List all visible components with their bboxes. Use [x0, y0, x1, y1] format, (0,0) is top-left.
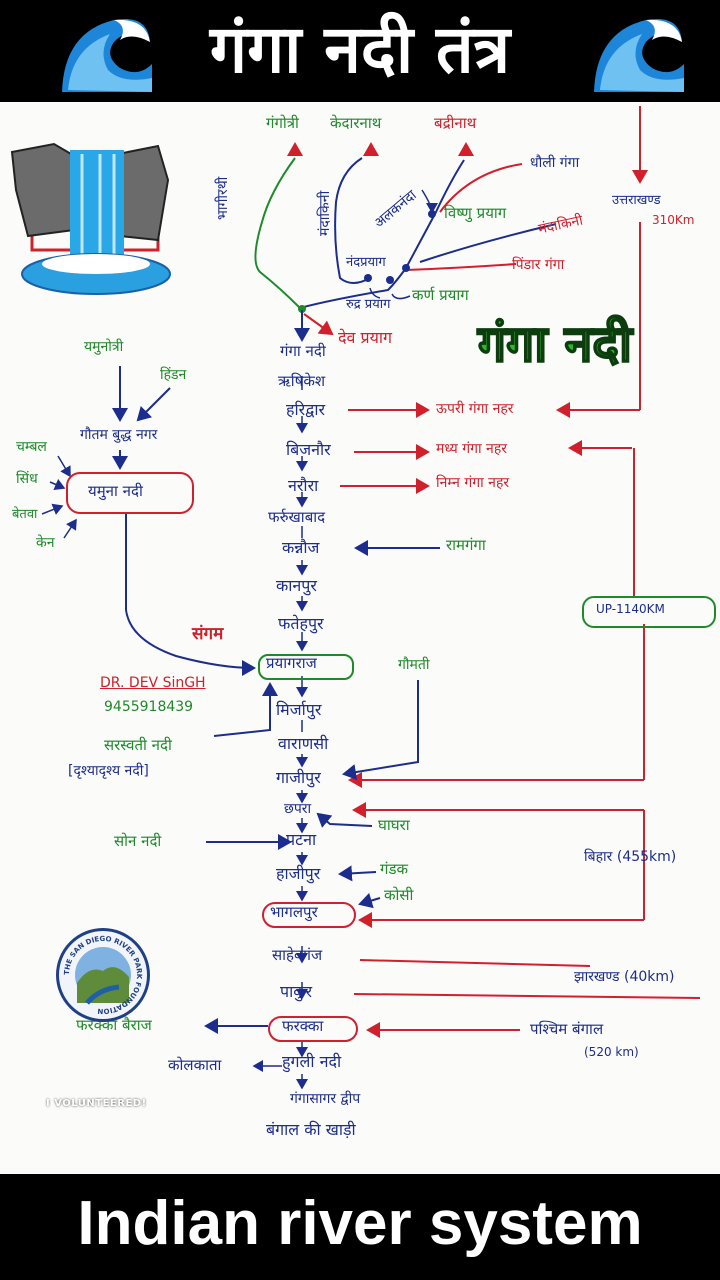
volunteer-logo: THE SAN DIEGO RIVER PARK FOUNDATION [56, 928, 150, 1022]
stem-narora: नरौरा [288, 476, 319, 495]
stem-fatehpur: फतेहपुर [278, 614, 324, 633]
stem-ganga: गंगा नदी [280, 342, 326, 360]
uttarakhand-length: 310Km [652, 213, 695, 227]
stem-pakur: पाकुर [280, 982, 313, 1001]
gomti-label: गौमती [398, 657, 430, 673]
mandakini-left-label: मंदाकिनी [317, 190, 333, 236]
wb-label: पश्चिम बंगाल [530, 1020, 604, 1038]
stem-varanasi: वाराणसी [278, 734, 329, 753]
wb-length: (520 km) [584, 1045, 639, 1059]
dhauli-label: धौली गंगा [530, 155, 580, 171]
author-phone: 9455918439 [104, 699, 194, 715]
stem-gangasagar: गंगासागर द्वीप [290, 1091, 361, 1107]
stem-bhagalpur: भागलपुर [270, 903, 318, 921]
stem-chhapra: छपरा [284, 801, 312, 817]
bihar-length: बिहार (455km) [584, 849, 677, 865]
up-length: UP-1140KM [596, 602, 665, 616]
hindon-label: हिंडन [160, 367, 187, 383]
stem-patna: पटना [286, 830, 317, 849]
footer-bar: Indian river system [0, 1174, 720, 1280]
prayagraj-box [258, 654, 354, 680]
gandak-label: गंडक [380, 860, 408, 878]
saraswati-note: [दृश्यादृश्य नदी] [68, 763, 149, 779]
ghaghra-label: घाघरा [378, 816, 410, 834]
kosi-label: कोसी [384, 886, 414, 904]
ramganga-label: रामगंगा [446, 536, 486, 554]
gangotri-label: गंगोत्री [266, 114, 299, 132]
stem-mirzapur: मिर्जापुर [276, 700, 322, 719]
stem-hajipur: हाजीपुर [276, 864, 321, 883]
footer-title: Indian river system [77, 1189, 643, 1258]
kedarnath-label: केदारनाथ [330, 114, 382, 132]
farakka-box [268, 1016, 358, 1042]
stem-prayagraj: प्रयागराज [266, 654, 317, 672]
stem-rishikesh: ऋषिकेश [278, 372, 326, 390]
nandprayag-label: नंदप्रयाग [346, 255, 386, 270]
sangam-label: संगम [192, 624, 224, 644]
author-name: DR. DEV SinGH [100, 675, 206, 691]
wave-icon-right [594, 18, 684, 92]
up-box [582, 596, 716, 628]
kolkata-label: कोलकाता [168, 1056, 222, 1074]
uttarakhand-label: उत्तराखण्ड [612, 193, 661, 208]
stem-kanpur: कानपुर [276, 576, 317, 595]
stem-kannauj: कन्नौज [282, 538, 320, 557]
sindh-label: सिंध [16, 471, 38, 487]
page-title: गंगा नदी तंत्र [209, 11, 511, 88]
saraswati-label: सरस्वती नदी [104, 736, 172, 754]
son-label: सोन नदी [114, 832, 162, 850]
middle-ganga-canal: मध्य गंगा नहर [436, 441, 507, 457]
rudraprayag-label: रुद्र प्रयाग [346, 297, 391, 312]
badrinath-label: बद्रीनाथ [434, 114, 477, 132]
waterfall-icon [10, 142, 171, 295]
lower-ganga-canal: निम्न गंगा नहर [436, 475, 510, 491]
stem-farakka: फरक्का [282, 1017, 324, 1035]
pindar-label: पिंडार गंगा [512, 257, 565, 273]
stem-ghazipur: गाजीपुर [276, 768, 321, 787]
logo-caption: I VOLUNTEERED! [46, 1098, 147, 1109]
wave-icon-left [62, 18, 152, 92]
bhagirathi-label: भागीरथी [215, 176, 231, 220]
chambal-label: चम्बल [16, 439, 47, 455]
betwa-label: बेतवा [12, 507, 38, 522]
karnprayag-label: कर्ण प्रयाग [412, 286, 469, 304]
big-title: गंगा नदी [477, 314, 633, 374]
gbnagar-label: गौतम बुद्ध नगर [80, 427, 158, 443]
stem-farrukhabad: फर्रुखाबाद [268, 508, 326, 526]
jharkhand-length: झारखण्ड (40km) [574, 969, 675, 985]
header-bar: गंगा नदी तंत्र [0, 0, 720, 102]
devprayag-label: देव प्रयाग [338, 328, 393, 347]
vishnuprayag-label: विष्णु प्रयाग [444, 204, 507, 222]
stem-sahebganj: साहेबगंज [272, 946, 323, 964]
ken-label: केन [36, 535, 55, 551]
yamuna-box [66, 472, 194, 514]
upper-ganga-canal: ऊपरी गंगा नहर [436, 401, 514, 417]
diagram-paper: गंगोत्री केदारनाथ बद्रीनाथ भागीरथी मंदाक… [0, 102, 720, 1174]
stem-bay-of-bengal: बंगाल की खाड़ी [266, 1120, 356, 1139]
bhagalpur-box [262, 902, 356, 928]
stem-bijnor: बिजनौर [286, 440, 331, 459]
yamunotri-label: यमुनोत्री [84, 339, 124, 355]
yamuna-label: यमुना नदी [88, 482, 143, 500]
stem-haridwar: हरिद्वार [286, 400, 326, 419]
diagram-lines [41, 106, 701, 1090]
stem-hugli: हुगली नदी [282, 1052, 342, 1071]
